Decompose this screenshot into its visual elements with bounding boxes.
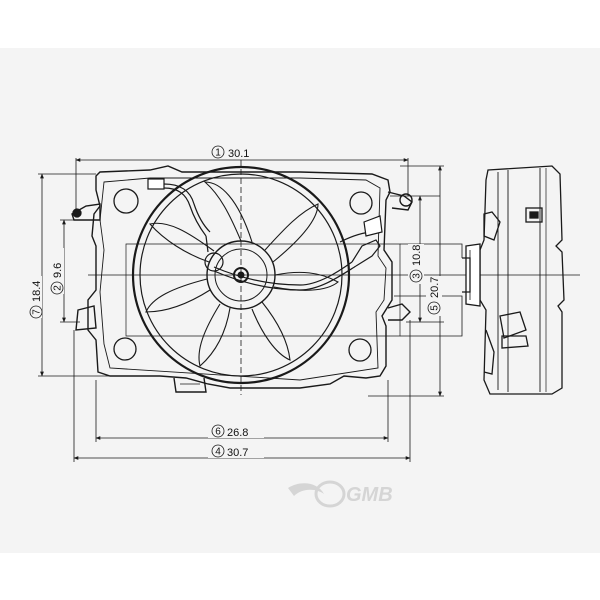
watermark-logo: GMB bbox=[288, 480, 393, 508]
dimension-7-value: 18.4 bbox=[31, 281, 43, 302]
dimension-1-number: 1 bbox=[215, 148, 221, 159]
dimension-1-value: 30.1 bbox=[228, 148, 249, 160]
dimension-6-number: 6 bbox=[215, 427, 221, 438]
drawing-background bbox=[0, 48, 600, 553]
dimension-2: 2 9.6 bbox=[50, 263, 64, 295]
dimension-3-number: 3 bbox=[412, 273, 423, 279]
dimension-5-number: 5 bbox=[430, 305, 441, 311]
dimension-5-value: 20.7 bbox=[429, 277, 441, 298]
dimension-7-number: 7 bbox=[32, 309, 43, 315]
watermark-text: GMB bbox=[346, 484, 393, 506]
dimension-3: 3 10.8 bbox=[409, 245, 423, 283]
dimension-4-number: 4 bbox=[215, 447, 221, 458]
dimension-5: 5 20.7 bbox=[427, 277, 441, 315]
wiring-harness bbox=[147, 178, 383, 291]
side-view bbox=[462, 165, 565, 395]
fan-blades bbox=[145, 181, 339, 368]
dimension-4: 4 30.7 bbox=[211, 444, 248, 459]
dimension-3-value: 10.8 bbox=[411, 245, 423, 266]
dimension-6-value: 26.8 bbox=[227, 427, 248, 439]
mounting-holes bbox=[72, 188, 373, 362]
dimension-6: 6 26.8 bbox=[211, 424, 248, 439]
centerlines bbox=[88, 160, 580, 395]
fan-shroud bbox=[71, 165, 413, 393]
dimension-7: 7 18.4 bbox=[29, 281, 43, 319]
dimension-2-value: 9.6 bbox=[52, 263, 64, 278]
dimension-1: 1 30.1 bbox=[211, 145, 249, 160]
dimension-4-value: 30.7 bbox=[227, 447, 248, 459]
dimension-lines bbox=[38, 158, 444, 462]
dimension-2-number: 2 bbox=[53, 285, 64, 291]
